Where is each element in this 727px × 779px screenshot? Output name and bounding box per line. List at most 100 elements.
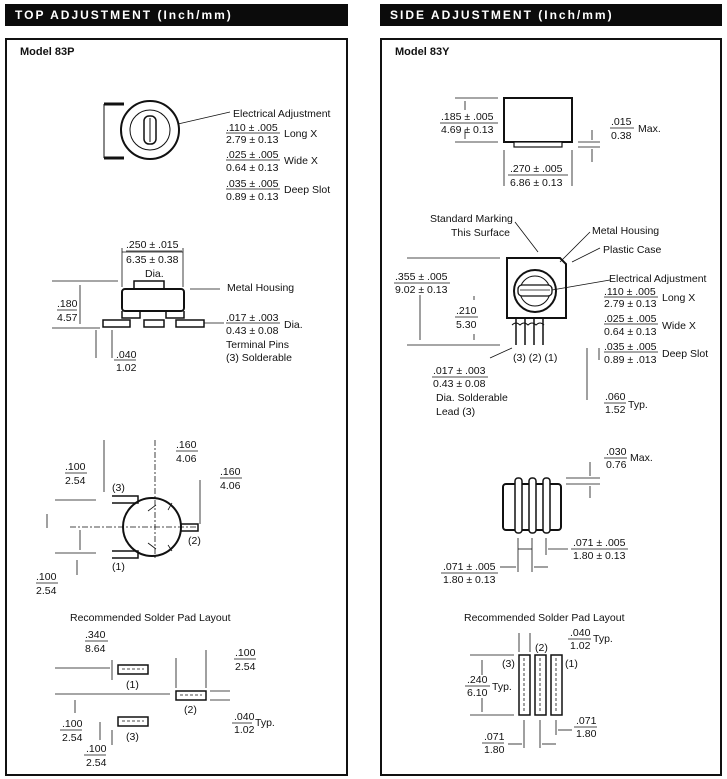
- right-pad-b-mm: 1.80: [576, 728, 597, 740]
- right-front-wide-label: Wide X: [662, 320, 696, 332]
- right-side-max-mm: 0.76: [606, 459, 627, 471]
- left-panel: [5, 38, 348, 776]
- left-deep-label: Deep Slot: [284, 184, 330, 196]
- right-top-view: [455, 97, 600, 186]
- right-front-typ-in: .060: [605, 391, 626, 403]
- right-model-label: Model 83Y: [395, 46, 450, 58]
- right-side-a-in: .071 ± .005: [443, 561, 496, 573]
- right-pad-title: Recommended Solder Pad Layout: [464, 612, 625, 624]
- right-front-lead-mm: 0.43 ± 0.08: [433, 378, 486, 390]
- right-front-lead-1: Dia. Solderable: [436, 392, 508, 404]
- right-side-max-label: Max.: [630, 452, 653, 464]
- right-top-w-mm: 6.86 ± 0.13: [510, 177, 563, 189]
- left-bot-d3-mm: 2.54: [65, 475, 86, 487]
- right-front-typ-label: Typ.: [628, 399, 648, 411]
- left-pad-e-in: .100: [86, 743, 107, 755]
- left-side-pin-label: Dia.: [284, 319, 303, 331]
- right-panel: [380, 38, 722, 776]
- right-front-lead-in: .017 ± .003: [433, 365, 486, 377]
- right-front-view: [407, 221, 611, 400]
- right-front-deep-label: Deep Slot: [662, 348, 708, 360]
- right-side-view: [500, 462, 600, 572]
- right-side-b-mm: 1.80 ± 0.13: [573, 550, 626, 562]
- right-pad-a-mm: 1.80: [484, 744, 505, 756]
- left-top-view: [103, 100, 231, 160]
- right-pad-w-label: Typ.: [593, 633, 613, 645]
- right-side-a-mm: 1.80 ± 0.13: [443, 574, 496, 586]
- left-side-pins-2: (3) Solderable: [226, 352, 292, 364]
- right-top-h-mm: 4.69 ± 0.13: [441, 124, 494, 136]
- right-front-marking-1: Standard Marking: [430, 213, 513, 225]
- right-top-max-mm: 0.38: [611, 130, 632, 142]
- left-side-pin-in: .017 ± .003: [226, 312, 279, 324]
- left-pad-c-label: Typ.: [255, 717, 275, 729]
- right-pad-b-in: .071: [576, 715, 597, 727]
- top-adjustment-header: TOP ADJUSTMENT (Inch/mm): [5, 4, 348, 26]
- right-front-typ-mm: 1.52: [605, 404, 626, 416]
- left-side-housing: Metal Housing: [227, 282, 294, 294]
- left-pad-p2: (2): [184, 704, 197, 716]
- left-pad-c-in: .040: [234, 711, 255, 723]
- left-adj-callout: Electrical Adjustment: [233, 108, 331, 120]
- right-front-long-mm: 2.79 ± 0.13: [604, 298, 657, 310]
- left-pad-c-mm: 1.02: [234, 724, 255, 736]
- left-bot-p3: (3): [112, 482, 125, 494]
- right-front-wide-in: .025 ± .005: [604, 313, 657, 325]
- right-top-w-in: .270 ± .005: [510, 163, 563, 175]
- right-pad-h-label: Typ.: [492, 681, 512, 693]
- left-side-off-in: .040: [116, 349, 137, 361]
- right-pad-layout: [470, 633, 572, 748]
- left-bot-d4-mm: 2.54: [36, 585, 57, 597]
- right-front-h2-in: .210: [456, 305, 477, 317]
- right-front-case: Plastic Case: [603, 244, 662, 256]
- left-side-off-mm: 1.02: [116, 362, 137, 374]
- left-side-width-in: .250 ± .015: [126, 239, 179, 251]
- left-pad-b-mm: 2.54: [235, 661, 256, 673]
- left-bot-d2-mm: 4.06: [220, 480, 241, 492]
- left-pad-a-in: .340: [85, 629, 106, 641]
- right-side-max-in: .030: [606, 446, 627, 458]
- right-side-b-in: .071 ± .005: [573, 537, 626, 549]
- right-front-wide-mm: 0.64 ± 0.13: [604, 326, 657, 338]
- right-front-h-in: .355 ± .005: [395, 271, 448, 283]
- right-pad-h-mm: 6.10: [467, 687, 488, 699]
- right-front-marking-2: This Surface: [451, 227, 510, 239]
- left-wide-mm: 0.64 ± 0.13: [226, 162, 279, 174]
- left-pad-title: Recommended Solder Pad Layout: [70, 612, 231, 624]
- left-bottom-view: [46, 440, 201, 575]
- right-pad-p2: (2): [535, 642, 548, 654]
- right-front-long-in: .110 ± .005: [604, 286, 656, 298]
- left-bot-d1-in: .160: [176, 439, 197, 451]
- left-bot-p1: (1): [112, 561, 125, 573]
- right-top-max-in: .015: [611, 116, 632, 128]
- right-top-h-in: .185 ± .005: [441, 111, 494, 123]
- right-front-pins: (3) (2) (1): [513, 352, 557, 364]
- left-model-label: Model 83P: [20, 46, 75, 58]
- left-side-width-mm: 6.35 ± 0.38: [126, 254, 179, 266]
- left-bot-d3-in: .100: [65, 461, 86, 473]
- left-pad-d-in: .100: [62, 718, 83, 730]
- left-bot-p2: (2): [188, 535, 201, 547]
- left-wide-in: .025 ± .005: [226, 149, 279, 161]
- right-front-lead-2: Lead (3): [436, 406, 475, 418]
- left-bot-d1-mm: 4.06: [176, 453, 197, 465]
- left-side-height-mm: 4.57: [57, 312, 78, 324]
- right-pad-h-in: .240: [467, 674, 488, 686]
- left-long-label: Long X: [284, 128, 317, 140]
- right-pad-p3: (3): [502, 658, 515, 670]
- right-front-deep-mm: 0.89 ± .013: [604, 354, 657, 366]
- right-front-long-label: Long X: [662, 292, 695, 304]
- left-bot-d2-in: .160: [220, 466, 241, 478]
- left-bot-d4-in: .100: [36, 571, 57, 583]
- left-pad-p3: (3): [126, 731, 139, 743]
- right-top-max-label: Max.: [638, 123, 661, 135]
- right-front-h2-mm: 5.30: [456, 319, 477, 331]
- right-front-deep-in: .035 ± .005: [604, 341, 657, 353]
- left-side-view: [52, 248, 224, 358]
- left-long-mm: 2.79 ± 0.13: [226, 134, 279, 146]
- right-pad-w-in: .040: [570, 627, 591, 639]
- left-side-pins-1: Terminal Pins: [226, 339, 289, 351]
- left-long-in: .110 ± .005: [226, 122, 278, 134]
- left-deep-mm: 0.89 ± 0.13: [226, 191, 279, 203]
